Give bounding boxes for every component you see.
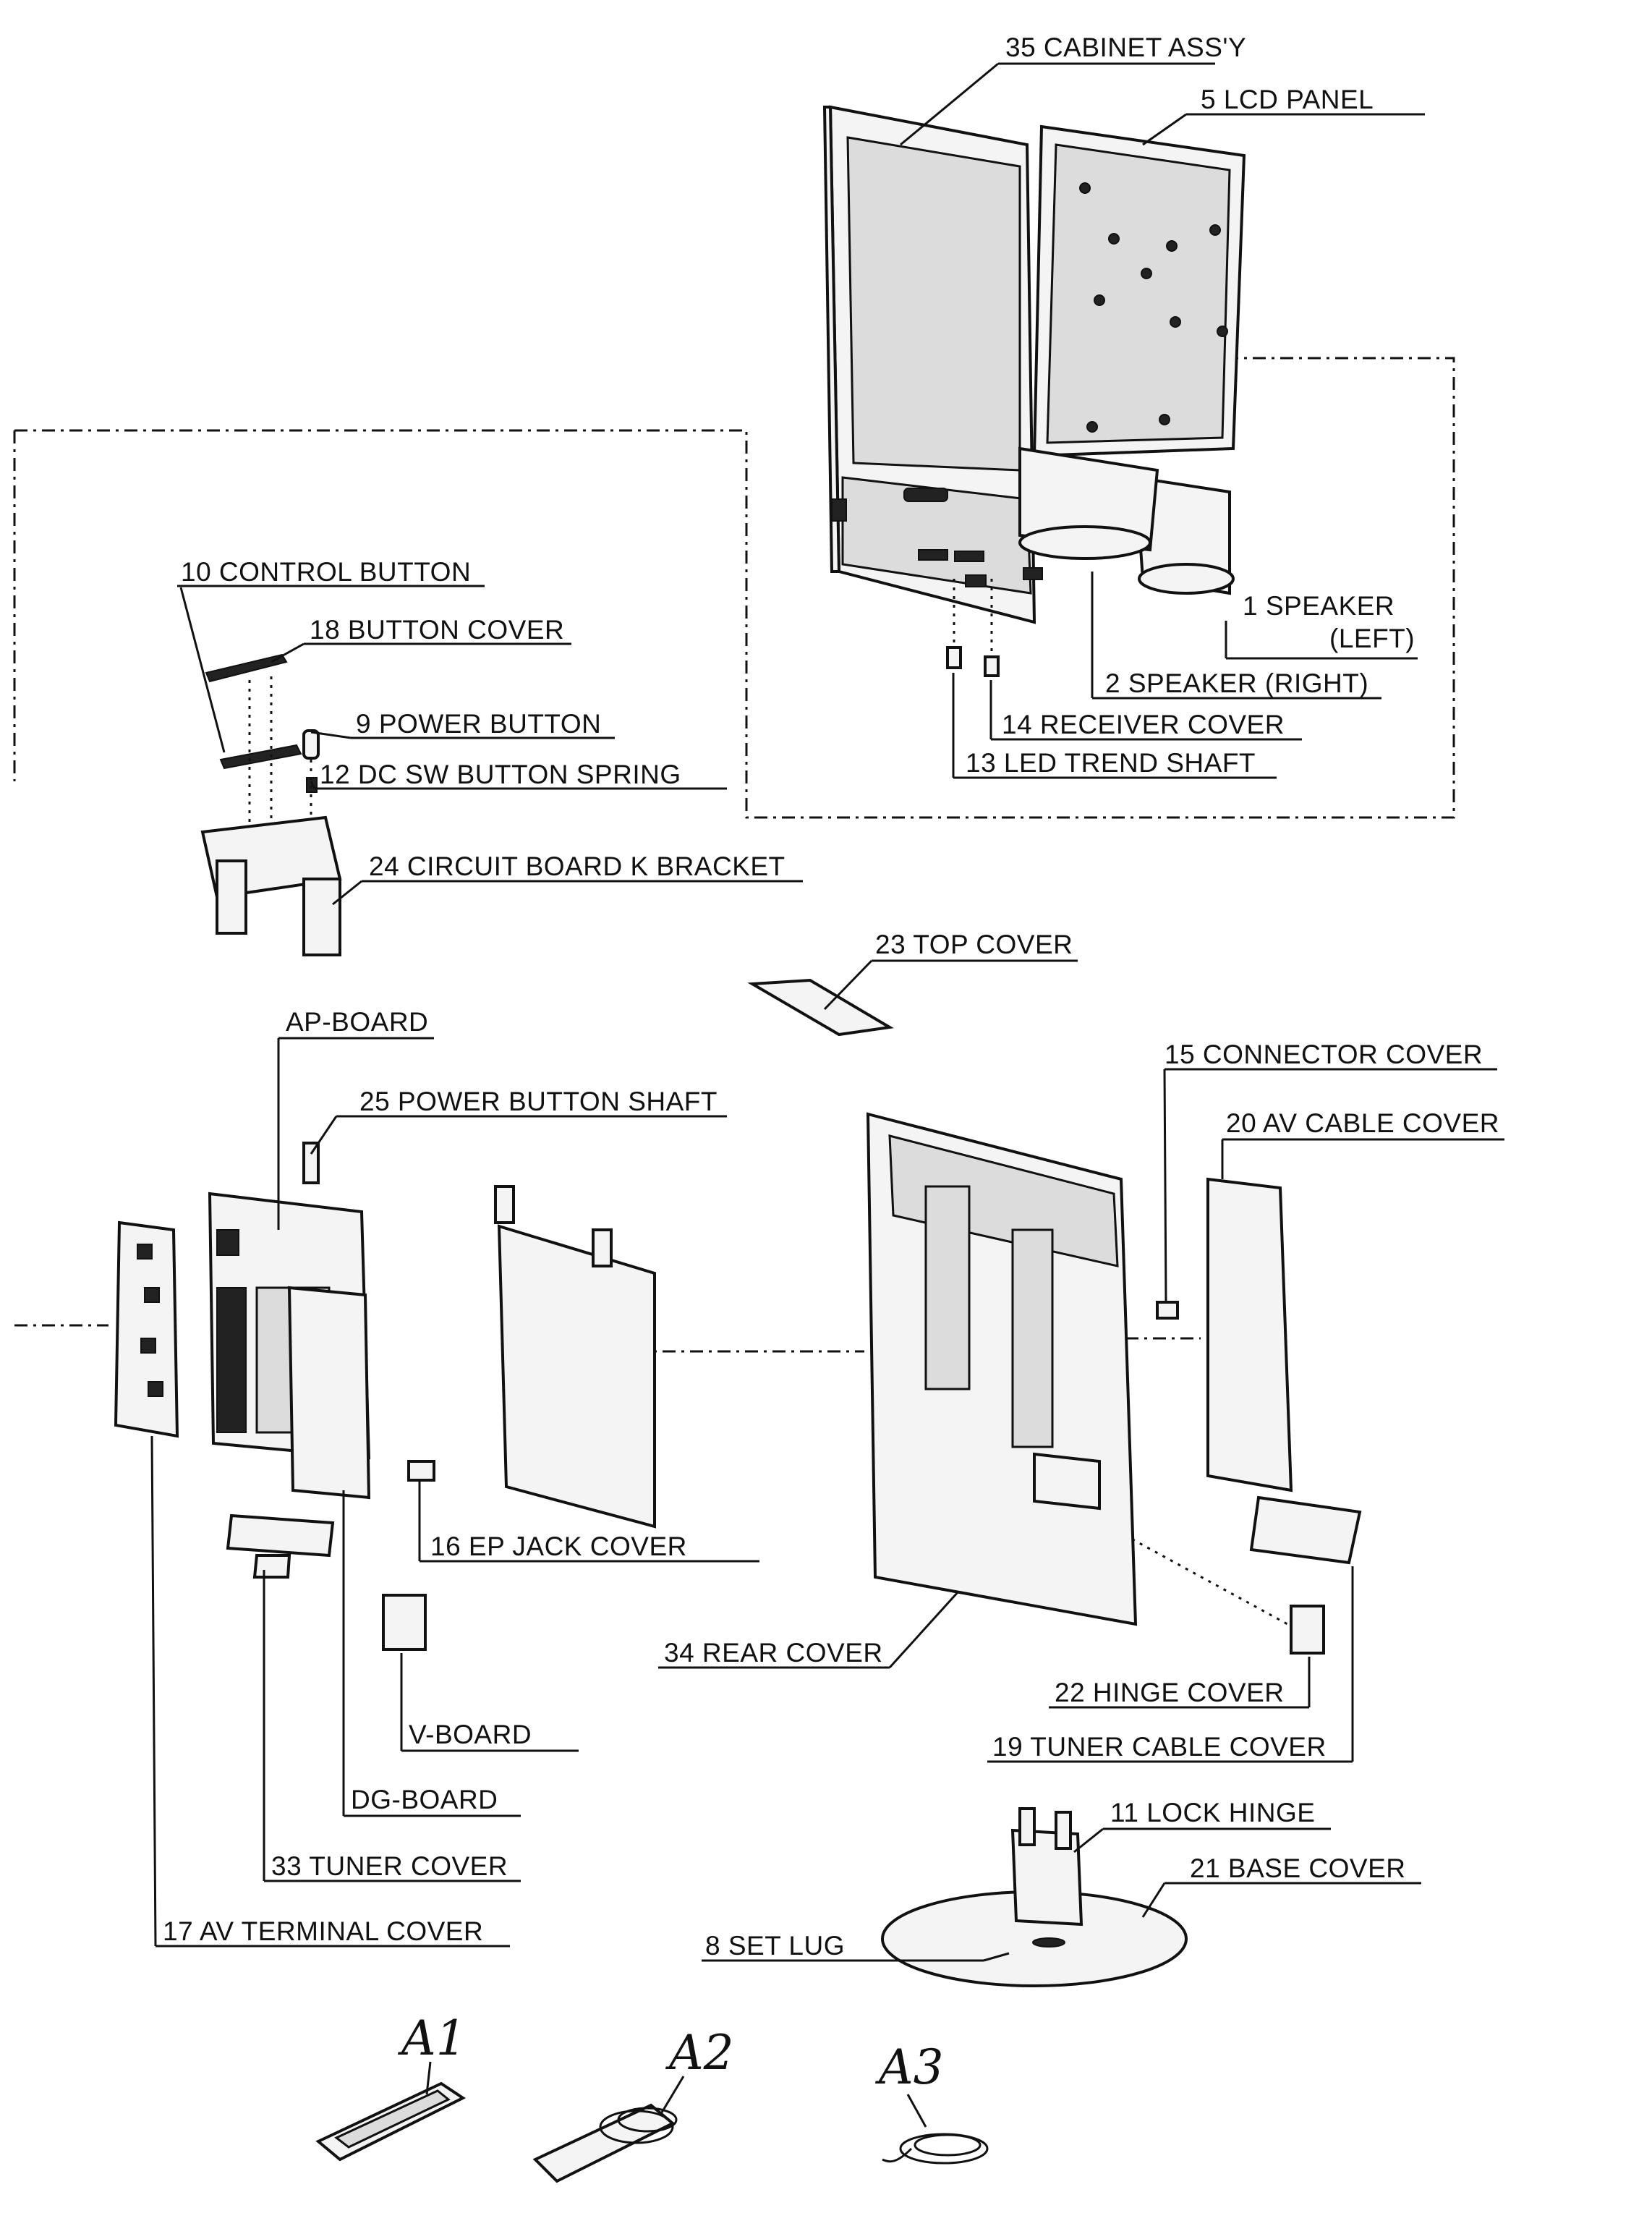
cabinet-assembly-part xyxy=(822,105,1043,624)
av-terminal-cover-part xyxy=(114,1220,179,1438)
label-rear-cover: 34 REAR COVER xyxy=(664,1638,883,1668)
label-led-trend-shaft: 13 LED TREND SHAFT xyxy=(966,748,1256,778)
tuner-cover-part xyxy=(226,1513,335,1579)
label-dc-sw-spring: 12 DC SW BUTTON SPRING xyxy=(320,760,681,789)
label-av-terminal-cover: 17 AV TERMINAL COVER xyxy=(163,1916,483,1946)
label-ep-jack-cover: 16 EP JACK COVER xyxy=(430,1532,687,1561)
label-a3: A3 xyxy=(874,2039,944,2095)
label-av-cable-cover: 20 AV CABLE COVER xyxy=(1226,1108,1499,1138)
circuit-board-bracket-part xyxy=(200,815,342,956)
label-a1: A1 xyxy=(397,2010,467,2066)
label-control-button: 10 CONTROL BUTTON xyxy=(181,557,471,587)
label-power-button-shaft: 25 POWER BUTTON SHAFT xyxy=(359,1087,718,1116)
rear-cover-part xyxy=(866,1112,1138,1626)
label-v-board: V-BOARD xyxy=(409,1720,532,1749)
av-cable-cover-part xyxy=(1206,1177,1293,1492)
label-set-lug: 8 SET LUG xyxy=(705,1931,845,1961)
label-button-cover: 18 BUTTON COVER xyxy=(310,615,564,645)
v-board-part xyxy=(382,1594,427,1651)
leader-lines xyxy=(150,62,1504,1962)
top-cover-part xyxy=(747,978,894,1037)
label-hinge-cover: 22 HINGE COVER xyxy=(1055,1678,1284,1707)
accessory-labels: A1 A2 A3 xyxy=(397,2010,944,2128)
label-connector-cover: 15 CONNECTOR COVER xyxy=(1165,1040,1483,1069)
accessory-a2-part xyxy=(532,2103,678,2183)
label-a2: A2 xyxy=(665,2025,734,2081)
label-base-cover: 21 BASE COVER xyxy=(1190,1853,1406,1883)
label-ap-board: AP-BOARD xyxy=(286,1007,428,1037)
part-labels: 35 CABINET ASS'Y 5 LCD PANEL 10 CONTROL … xyxy=(163,33,1499,1961)
dg-board-part xyxy=(287,1286,435,1500)
label-speaker-left: 1 SPEAKER xyxy=(1243,591,1395,621)
label-circuit-board-bracket: 24 CIRCUIT BOARD K BRACKET xyxy=(369,851,785,881)
label-tuner-cable-cover: 19 TUNER CABLE COVER xyxy=(992,1732,1327,1762)
base-stand-part xyxy=(881,1807,1188,1987)
lcd-panel-part xyxy=(1032,124,1246,458)
label-top-cover: 23 TOP COVER xyxy=(875,930,1073,959)
shield-plate-part xyxy=(494,1185,656,1529)
led-shaft-part xyxy=(946,579,1000,677)
label-receiver-cover: 14 RECEIVER COVER xyxy=(1002,710,1285,739)
connector-cover-part xyxy=(1156,1301,1179,1320)
label-cabinet: 35 CABINET ASS'Y xyxy=(1005,33,1246,62)
label-lcd-panel: 5 LCD PANEL xyxy=(1201,85,1374,114)
tuner-cable-cover-part xyxy=(1249,1495,1362,1565)
hinge-cover-part xyxy=(1290,1605,1325,1655)
label-speaker-left-sub: (LEFT) xyxy=(1329,624,1415,653)
label-speaker-right: 2 SPEAKER (RIGHT) xyxy=(1105,668,1368,698)
label-tuner-cover: 33 TUNER COVER xyxy=(271,1851,508,1881)
accessory-a3-part xyxy=(882,2133,989,2165)
accessory-a1-part xyxy=(315,2081,466,2162)
label-power-button: 9 POWER BUTTON xyxy=(356,709,601,739)
speaker-right-part xyxy=(1018,446,1159,560)
label-lock-hinge: 11 LOCK HINGE xyxy=(1110,1798,1315,1827)
label-dg-board: DG-BOARD xyxy=(351,1785,498,1814)
